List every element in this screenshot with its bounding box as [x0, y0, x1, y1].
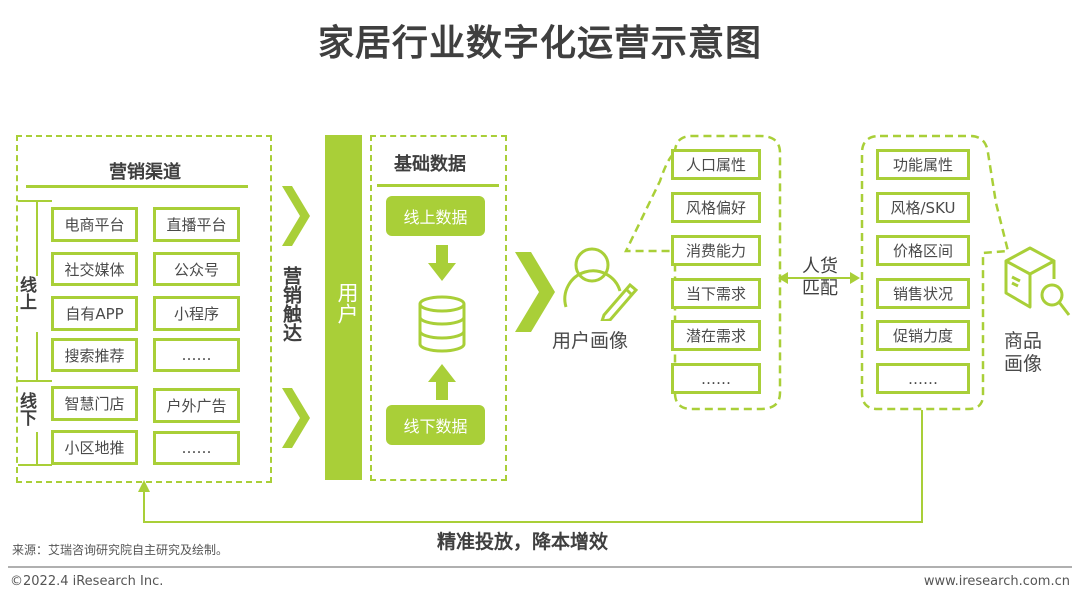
channel-item: 小区地推	[51, 430, 138, 465]
user-attribute-item: 当下需求	[671, 278, 761, 309]
product-portrait-label-text: 商品画像	[1004, 330, 1043, 375]
channel-item: 户外广告	[153, 388, 240, 423]
channel-item: 社交媒体	[51, 252, 138, 286]
bracket-line	[18, 200, 52, 202]
chevron-right-icon	[282, 388, 310, 448]
online-label: 线上	[16, 276, 36, 310]
channel-item: 公众号	[153, 252, 240, 286]
product-attribute-item: ……	[876, 363, 970, 394]
user-edit-icon	[563, 247, 639, 321]
user-attribute-item: 风格偏好	[671, 192, 761, 223]
user-bar-label: 用户	[335, 282, 359, 324]
bracket-line	[36, 432, 38, 466]
channel-item: 电商平台	[51, 207, 138, 242]
product-attribute-item: 功能属性	[876, 149, 970, 180]
feedback-loop-arrow	[138, 410, 923, 523]
bracket-line	[18, 464, 52, 466]
channel-item: ……	[153, 338, 240, 372]
channel-item: 直播平台	[153, 207, 240, 242]
match-label: 人货匹配	[800, 256, 840, 300]
offline-data-box: 线下数据	[386, 405, 485, 445]
copyright: ©2022.4 iResearch Inc.	[10, 574, 164, 589]
user-bar	[325, 135, 362, 480]
offline-label: 线下	[16, 392, 36, 426]
base-data-panel	[370, 135, 507, 481]
bracket-line	[36, 200, 38, 276]
channel-item: ……	[153, 431, 240, 465]
product-search-icon	[1004, 246, 1071, 316]
product-portrait-callout	[860, 134, 1010, 411]
marketing-touch-label: 营销触达	[280, 266, 302, 342]
user-attribute-item: 潜在需求	[671, 320, 761, 351]
user-attribute-item: 人口属性	[671, 149, 761, 180]
channel-item: 搜索推荐	[51, 338, 138, 372]
arrow-up-icon	[428, 364, 456, 400]
online-data-box: 线上数据	[386, 196, 485, 236]
product-portrait-label: 商品画像	[1004, 330, 1044, 376]
user-portrait-callout	[624, 134, 782, 411]
channel-item: 小程序	[153, 296, 240, 331]
marketing-channels-heading: 营销渠道	[109, 162, 181, 183]
product-attribute-item: 风格/SKU	[876, 192, 970, 223]
base-data-heading: 基础数据	[394, 154, 466, 175]
arrow-down-icon	[428, 245, 456, 281]
channel-item: 智慧门店	[51, 386, 138, 421]
match-label-text: 人货匹配	[802, 256, 838, 299]
page-title: 家居行业数字化运营示意图	[317, 23, 762, 64]
base-data-divider	[377, 184, 499, 187]
user-attribute-item: 消费能力	[671, 235, 761, 266]
database-icon	[418, 295, 466, 353]
chevron-right-icon	[515, 252, 555, 332]
chevron-right-icon	[282, 186, 310, 246]
footer-divider	[8, 566, 1072, 568]
user-portrait-label: 用户画像	[552, 330, 629, 352]
channel-item: 自有APP	[51, 296, 138, 331]
double-arrow-icon	[778, 272, 860, 284]
feedback-label: 精准投放，降本增效	[436, 531, 608, 553]
channels-divider	[26, 185, 248, 188]
user-attribute-item: ……	[671, 363, 761, 394]
bracket-line	[18, 380, 52, 382]
product-attribute-item: 促销力度	[876, 320, 970, 351]
product-attribute-item: 销售状况	[876, 278, 970, 309]
bracket-line	[36, 332, 38, 382]
product-attribute-item: 价格区间	[876, 235, 970, 266]
website-link[interactable]: www.iresearch.com.cn	[923, 574, 1070, 589]
source-note: 来源：艾瑞咨询研究院自主研究及绘制。	[12, 543, 229, 557]
